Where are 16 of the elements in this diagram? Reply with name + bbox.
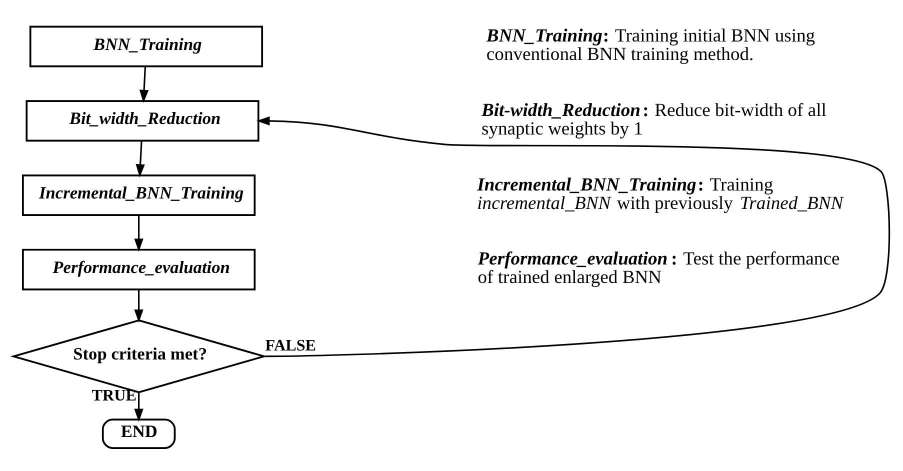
arrow bbox=[256, 116, 890, 358]
node-box: Incremental_BNN_Training bbox=[22, 174, 256, 216]
node-box: BNN_Training bbox=[29, 26, 264, 68]
label: Incremental_BNN_Training: Training incremental_BNN with previously Trained_BNN bbox=[477, 174, 844, 214]
arrow bbox=[134, 215, 144, 252]
label: BNN_Training: Training initial BNN using conventional BNN training method. bbox=[486, 26, 816, 66]
node-box: END bbox=[102, 418, 176, 449]
node-box: Bit_width_Reduction bbox=[26, 100, 260, 142]
label: Bit-width_Reduction: Reduce bit-width of all synaptic weights by 1 bbox=[481, 100, 826, 140]
arrow bbox=[139, 66, 149, 104]
node-box: Performance_evaluation bbox=[22, 248, 256, 290]
label: Performance_evaluation: Test the performance of trained enlarged BNN bbox=[478, 248, 840, 288]
arrow bbox=[136, 140, 145, 178]
arrow bbox=[134, 392, 144, 422]
edge-label: FALSE bbox=[265, 338, 316, 355]
arrow bbox=[134, 290, 144, 323]
